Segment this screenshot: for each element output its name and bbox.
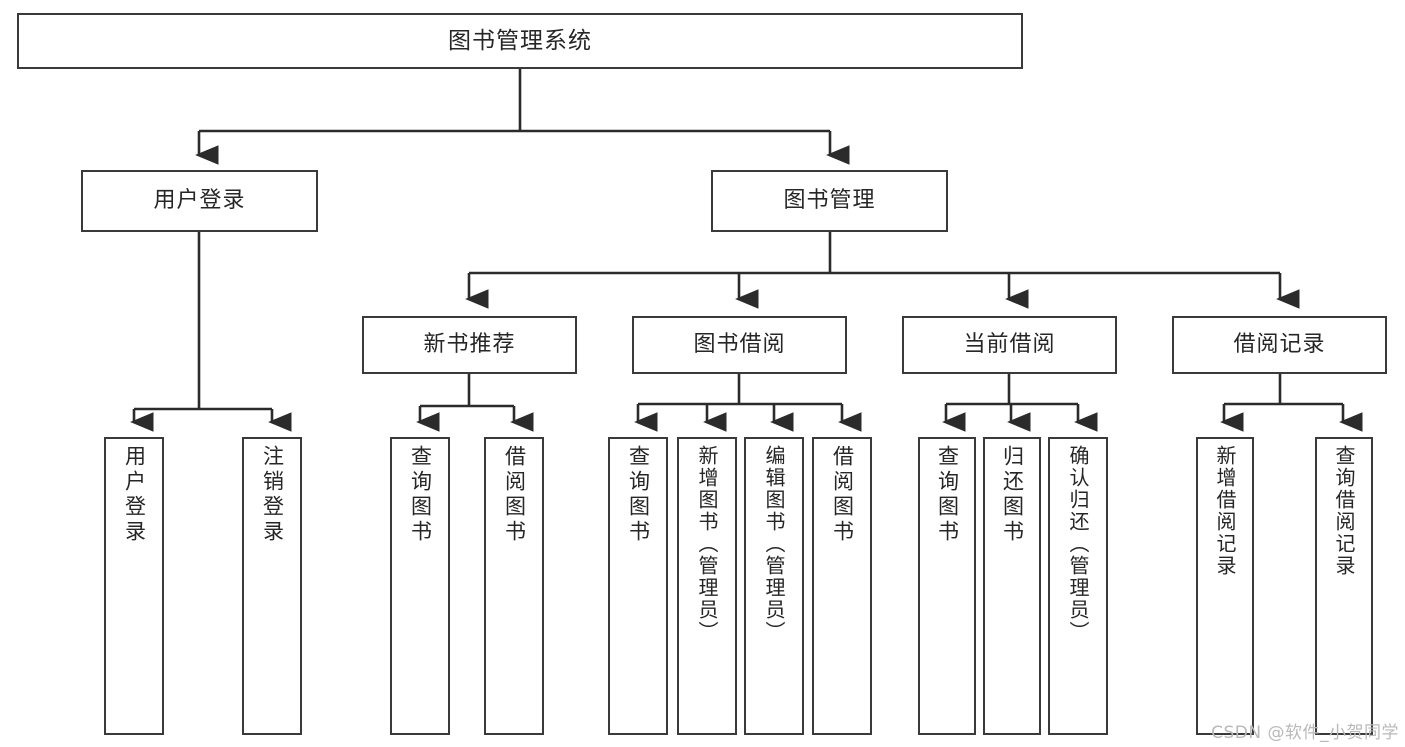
leaf-newbook-search-books[interactable]: 查询图书 bbox=[390, 437, 450, 735]
leaf-current-search-books[interactable]: 查询图书 bbox=[918, 437, 976, 735]
leaf-current-confirm-return-admin[interactable]: 确认归还（管理员） bbox=[1048, 437, 1108, 735]
node-label: 查询图书 bbox=[935, 445, 960, 545]
leaf-current-return-books[interactable]: 归还图书 bbox=[983, 437, 1041, 735]
node-label: 注销登录 bbox=[260, 445, 285, 545]
node-label: 图书管理系统 bbox=[448, 27, 592, 54]
leaf-borrow-search-books[interactable]: 查询图书 bbox=[608, 437, 668, 735]
node-label: 图书借阅 bbox=[693, 332, 786, 358]
node-borrow-record[interactable]: 借阅记录 bbox=[1172, 316, 1387, 374]
node-label: 借阅记录 bbox=[1233, 332, 1326, 358]
node-label: 借阅图书 bbox=[830, 445, 855, 545]
node-new-book-recommend[interactable]: 新书推荐 bbox=[362, 316, 577, 374]
node-label: 查询图书 bbox=[408, 445, 433, 545]
node-book-borrow[interactable]: 图书借阅 bbox=[632, 316, 847, 374]
leaf-user-logout[interactable]: 注销登录 bbox=[242, 437, 302, 735]
node-label: 确认归还（管理员） bbox=[1066, 445, 1090, 643]
node-book-management[interactable]: 图书管理 bbox=[711, 170, 948, 232]
node-label: 用户登录 bbox=[153, 188, 246, 214]
leaf-record-search-borrow-record[interactable]: 查询借阅记录 bbox=[1315, 437, 1373, 735]
node-current-borrow[interactable]: 当前借阅 bbox=[902, 316, 1117, 374]
node-label: 借阅图书 bbox=[502, 445, 527, 545]
node-label: 查询图书 bbox=[626, 445, 651, 545]
node-label: 归还图书 bbox=[1000, 445, 1025, 545]
node-label: 新增借阅记录 bbox=[1213, 445, 1237, 577]
leaf-record-add-borrow-record[interactable]: 新增借阅记录 bbox=[1196, 437, 1254, 735]
leaf-user-login[interactable]: 用户登录 bbox=[104, 437, 164, 735]
node-label: 当前借阅 bbox=[963, 332, 1056, 358]
node-label: 编辑图书（管理员） bbox=[762, 445, 786, 643]
node-label: 图书管理 bbox=[783, 188, 876, 214]
node-label: 查询借阅记录 bbox=[1332, 445, 1356, 577]
node-root-system[interactable]: 图书管理系统 bbox=[17, 13, 1023, 69]
node-label: 新书推荐 bbox=[423, 332, 516, 358]
leaf-borrow-edit-book-admin[interactable]: 编辑图书（管理员） bbox=[744, 437, 804, 735]
node-label: 新增图书（管理员） bbox=[695, 445, 719, 643]
node-user-login[interactable]: 用户登录 bbox=[81, 170, 318, 232]
leaf-borrow-add-book-admin[interactable]: 新增图书（管理员） bbox=[677, 437, 737, 735]
leaf-newbook-borrow-books[interactable]: 借阅图书 bbox=[484, 437, 544, 735]
leaf-borrow-borrow-books[interactable]: 借阅图书 bbox=[812, 437, 872, 735]
node-label: 用户登录 bbox=[122, 445, 147, 545]
